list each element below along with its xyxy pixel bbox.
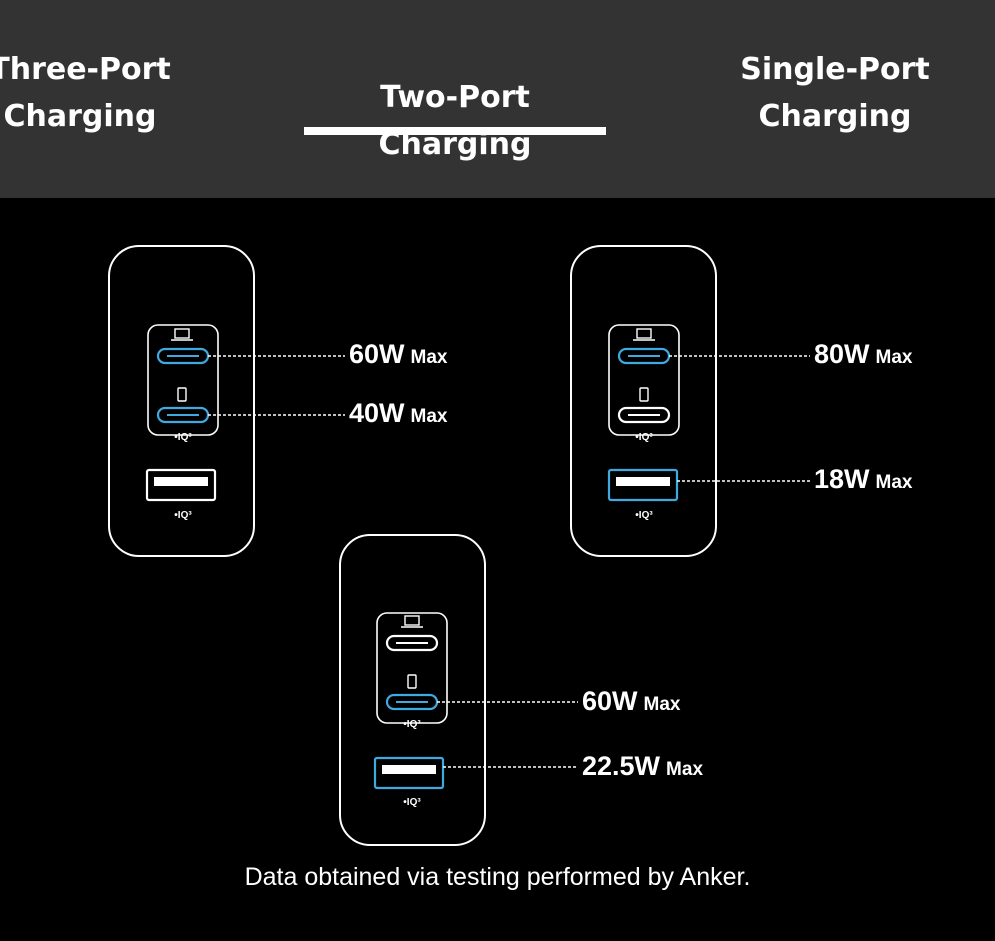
usb-c-port-icon [385,634,439,652]
wattage: 80W [814,339,870,369]
iq-badge: •IQ³ [174,432,192,443]
tab-three-port-charging[interactable]: Three-Port Charging [0,46,220,140]
usb-a-port-icon [145,468,217,502]
right-port-panel [608,324,680,436]
tab-single-line2: Charging [758,99,912,134]
footnote: Data obtained via testing performed by A… [244,863,751,891]
charger-illustrations: •IQ³ •IQ³ •IQ³ •IQ³ •IQ³ •IQ³ [108,245,810,846]
max-unit: Max [875,347,913,368]
active-tab-underline [304,127,606,135]
phone-icon [407,674,417,689]
iq-badge: •IQ³ [635,510,653,521]
phone-icon [177,387,187,402]
usb-a-port-icon [373,756,445,790]
laptop-icon [171,328,193,341]
middle-port-panel [376,612,448,724]
iq-badge: •IQ³ [174,510,192,521]
laptop-icon [401,615,423,628]
max-unit: Max [410,347,448,368]
left-charger-body [108,245,255,557]
tab-single-line1: Single-Port [740,52,930,87]
left-port-panel [147,324,219,436]
iq-badge: •IQ³ [403,797,421,808]
max-unit: Max [666,759,704,780]
iq-badge: •IQ³ [403,719,421,730]
iq-badge: •IQ³ [635,432,653,443]
tab-single-port-charging[interactable]: Single-Port Charging [700,46,970,140]
usb-a-port-icon [607,468,679,502]
wattage: 60W [582,686,638,716]
wattage: 40W [349,398,405,428]
middle-charger-body [339,534,486,846]
max-unit: Max [643,694,681,715]
wattage: 60W [349,339,405,369]
tab-three-line1: Three-Port [0,52,171,87]
usb-c-port-icon [617,406,671,424]
tab-two-label: Two-Port Charging [378,80,532,162]
laptop-icon [633,328,655,341]
tab-two-port-charging[interactable]: Two-Port Charging [300,74,610,168]
phone-icon [639,387,649,402]
tab-three-line2: Charging [3,99,157,134]
wattage: 18W [814,464,870,494]
max-unit: Max [410,406,448,427]
right-charger-body [570,245,717,557]
tab-bar: Three-Port Charging Two-Port Charging Si… [0,0,995,198]
max-unit: Max [875,472,913,493]
wattage: 22.5W [582,751,661,781]
